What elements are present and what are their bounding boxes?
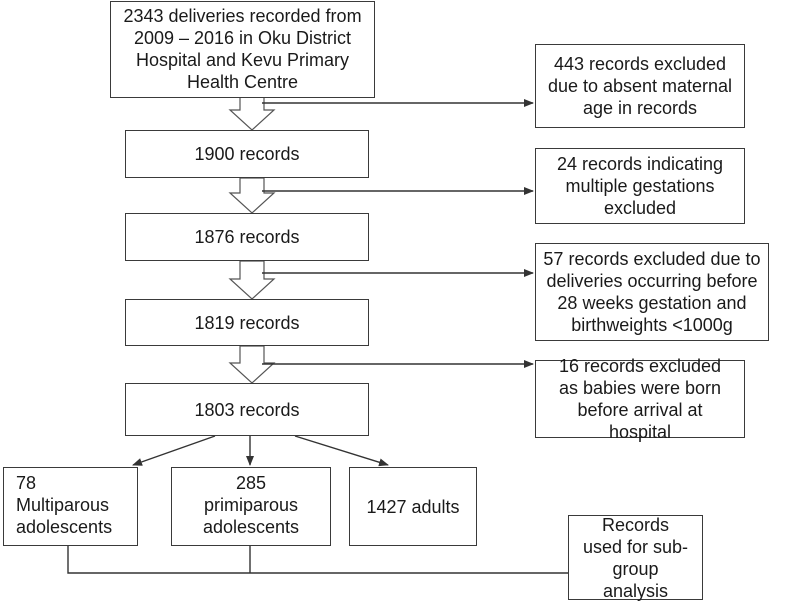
flow-arrow-4 [228,345,276,384]
flow-arrow-1 [228,96,276,131]
subgroup-bracket [67,545,568,574]
group-box-multiparous: 78 Multiparous adolescents [3,467,138,546]
exclusion-box-443: 443 records excluded due to absent mater… [535,44,745,128]
records-box-1803: 1803 records [125,383,369,436]
split-arrow-adults [294,435,389,467]
exclusion-box-16: 16 records excluded as babies were born … [535,356,745,442]
group-box-primiparous: 285 primiparous adolescents [171,467,331,546]
flow-arrow-2 [228,177,276,214]
flow-arrow-3 [228,260,276,300]
records-box-1900: 1900 records [125,130,369,178]
records-box-1876: 1876 records [125,213,369,261]
group-box-adults: 1427 adults [349,467,477,546]
exclusion-box-57: 57 records excluded due to deliveries oc… [535,243,769,341]
records-box-1819: 1819 records [125,299,369,346]
start-box: 2343 deliveries recorded from 2009 – 201… [110,1,375,98]
subgroup-box: Records used for sub-group analysis [568,515,703,601]
split-arrow-multiparous [132,435,216,466]
exclusion-box-24: 24 records indicating multiple gestation… [535,148,745,224]
